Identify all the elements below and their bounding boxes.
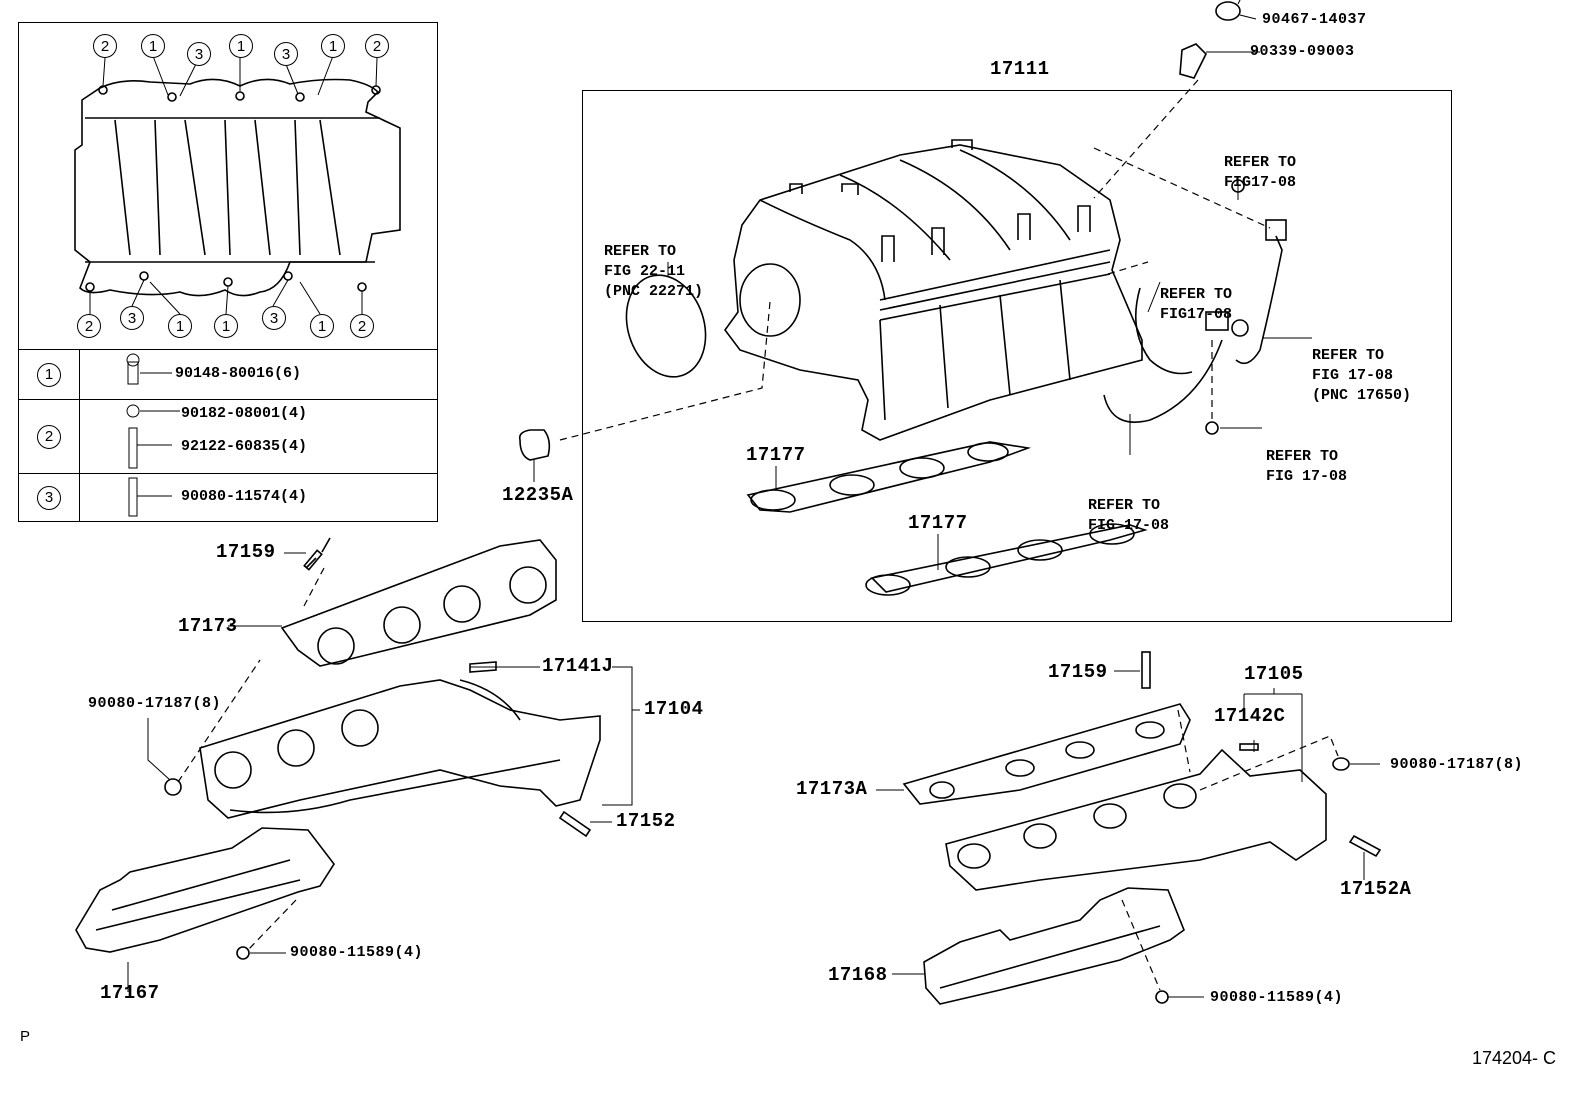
part-label-17152a[interactable]: 17152A [1340, 878, 1412, 900]
part-number[interactable]: 90148-80016(6) [175, 365, 302, 382]
throttle-gasket [625, 274, 707, 378]
callout-badge: 1 [229, 34, 253, 58]
part-label-17168[interactable]: 17168 [828, 964, 888, 986]
part-number[interactable]: 92122-60835(4) [181, 438, 308, 455]
part-label-17105[interactable]: 17105 [1244, 663, 1304, 685]
callout-badge: 2 [365, 34, 389, 58]
callout-badge: 1 [310, 314, 334, 338]
part-label-17177[interactable]: 17177 [746, 444, 806, 466]
callout-badge: 2 [93, 34, 117, 58]
bolt-location-table: 1 90148-80016(6) 2 90182-08001(4) 92122-… [18, 22, 438, 522]
part-label-17142c[interactable]: 17142C [1214, 705, 1286, 727]
left-heat-insulator [75, 827, 335, 992]
callout-badge: 3 [120, 306, 144, 330]
callout-badge: 2 [350, 314, 374, 338]
intake-manifold [559, 139, 1271, 441]
callout-badge: 1 [168, 314, 192, 338]
callout-badge: 1 [141, 34, 165, 58]
callout-badge: 3 [274, 42, 298, 66]
callout-badge: 1 [321, 34, 345, 58]
part-label-17167[interactable]: 17167 [100, 982, 160, 1004]
part-label-17159-right[interactable]: 17159 [1048, 661, 1108, 683]
right-heat-insulator [892, 887, 1204, 1005]
part-label-nut-left[interactable]: 90080-17187(8) [88, 695, 222, 712]
part-label-17177[interactable]: 17177 [908, 512, 968, 534]
key-badge: 1 [37, 362, 61, 387]
key-badge: 3 [37, 485, 61, 510]
callout-badge: 3 [187, 42, 211, 66]
part-label-17173[interactable]: 17173 [178, 615, 238, 637]
part-label-17173a[interactable]: 17173A [796, 778, 868, 800]
part-label-17104[interactable]: 17104 [644, 698, 704, 720]
intake-gaskets [746, 441, 1148, 596]
plug-shape [518, 429, 551, 461]
part-label-nut-right[interactable]: 90080-17187(8) [1390, 756, 1524, 773]
part-label-17159[interactable]: 17159 [216, 541, 276, 563]
clip-and-cap [1093, 0, 1260, 199]
part-label-bolt-right[interactable]: 90080-11589(4) [1210, 989, 1344, 1006]
intake-manifold-top-view [74, 55, 401, 315]
key-badge: 2 [37, 424, 61, 449]
part-number[interactable]: 90080-11574(4) [181, 488, 308, 505]
hoses-and-sensor [1103, 179, 1312, 455]
part-number[interactable]: 90182-08001(4) [181, 405, 308, 422]
left-exhaust-manifold [147, 537, 640, 838]
corner-mark: P [20, 1028, 31, 1045]
figure-id: 174204- C [1471, 1048, 1556, 1068]
part-label-17111[interactable]: 17111 [990, 58, 1050, 80]
part-label-cap[interactable]: 90339-09003 [1250, 43, 1355, 60]
bolt-row-3: 3 90080-11574(4) [19, 473, 437, 521]
part-label-17152[interactable]: 17152 [616, 810, 676, 832]
part-label-bolt-left[interactable]: 90080-11589(4) [290, 944, 424, 961]
callout-badge: 1 [214, 314, 238, 338]
bolt-row-2: 2 90182-08001(4) 92122-60835(4) [19, 399, 437, 473]
bolt-table-icons [126, 353, 180, 517]
part-label-12235a[interactable]: 12235A [502, 484, 574, 506]
callout-badge: 3 [262, 306, 286, 330]
part-label-clip[interactable]: 90467-14037 [1262, 11, 1367, 28]
callout-badge: 2 [77, 314, 101, 338]
right-exhaust-manifold [876, 651, 1382, 891]
intake-manifold-inset [582, 90, 1452, 622]
bolt-row-1: 1 90148-80016(6) [19, 349, 437, 399]
part-label-17141j[interactable]: 17141J [542, 655, 614, 677]
